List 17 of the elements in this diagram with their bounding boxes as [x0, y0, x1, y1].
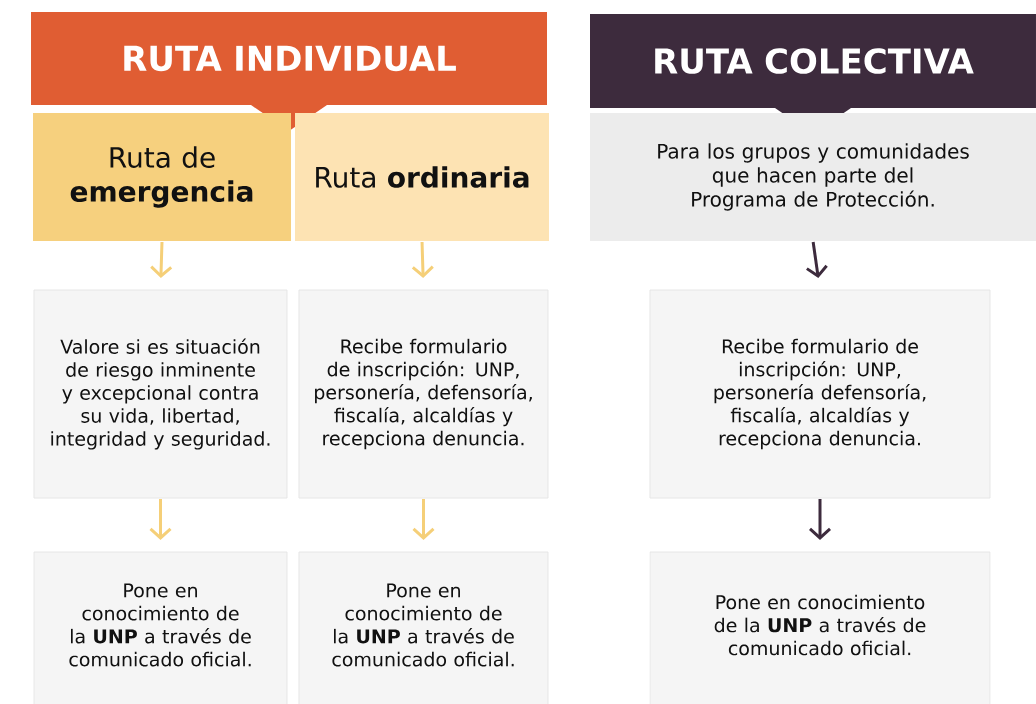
arrow	[806, 241, 828, 279]
step-box: Valore si es situación de riesgo inminente y excepcional contra su vida, libertad, integridad y seguridad.	[33, 289, 288, 499]
arrow	[150, 241, 173, 278]
arrow	[412, 499, 435, 540]
arrow	[809, 499, 831, 540]
step-box: Recibe formulario de inscripción: UNP, personería, defensoría, fiscalía, alcaldías y recepciona denuncia.	[298, 289, 549, 499]
description-box: Para los grupos y comunidades que hacen parte del Programa de Protección.	[590, 113, 1036, 241]
step-box: Pone en conocimiento de la UNP a través de comunicado oficial.	[298, 551, 549, 704]
step-box: Recibe formulario de inscripción: UNP, personería defensoría, fiscalía, alcaldías y recepciona denuncia.	[649, 289, 991, 499]
header-banner: RUTA INDIVIDUAL	[31, 12, 547, 131]
arrow	[411, 241, 434, 278]
header-banner: RUTA COLECTIVA	[590, 14, 1036, 134]
step-box: Pone en conocimiento de la UNP a través de comunicado oficial.	[649, 551, 991, 704]
route-box: Ruta de emergencia	[33, 113, 291, 241]
route-box: Ruta ordinaria	[295, 113, 549, 241]
step-box: Pone en conocimiento de la UNP a través de comunicado oficial.	[33, 551, 288, 704]
arrow	[149, 499, 172, 540]
